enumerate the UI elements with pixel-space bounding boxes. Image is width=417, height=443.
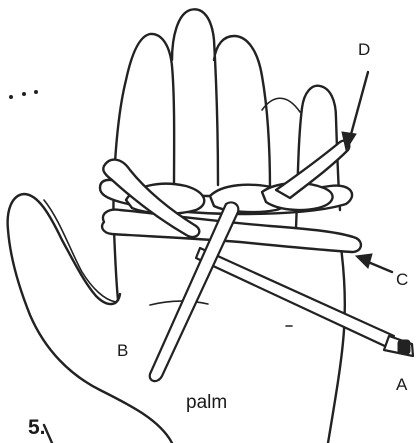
palm-right-edge xyxy=(328,240,345,443)
dot-2 xyxy=(23,93,26,96)
palm-crease xyxy=(150,301,208,305)
needle-a xyxy=(196,248,413,356)
needle-a-cap xyxy=(398,340,410,354)
label-b: B xyxy=(117,341,128,361)
arrow-c-line xyxy=(368,262,392,272)
arrow-c-head xyxy=(356,254,372,268)
label-c: C xyxy=(396,270,408,290)
stray-dots xyxy=(10,91,38,99)
dot-1 xyxy=(10,96,13,99)
label-a: A xyxy=(396,375,407,395)
arrow-d-line xyxy=(350,72,368,138)
ring-finger xyxy=(214,36,270,190)
label-palm: palm xyxy=(186,392,227,414)
yarn-loops xyxy=(100,141,361,252)
middle-finger xyxy=(172,9,218,185)
step-number: 5. xyxy=(28,416,46,440)
label-d: D xyxy=(358,40,370,60)
dot-3 xyxy=(35,91,38,94)
palm-left-edge xyxy=(114,230,118,300)
